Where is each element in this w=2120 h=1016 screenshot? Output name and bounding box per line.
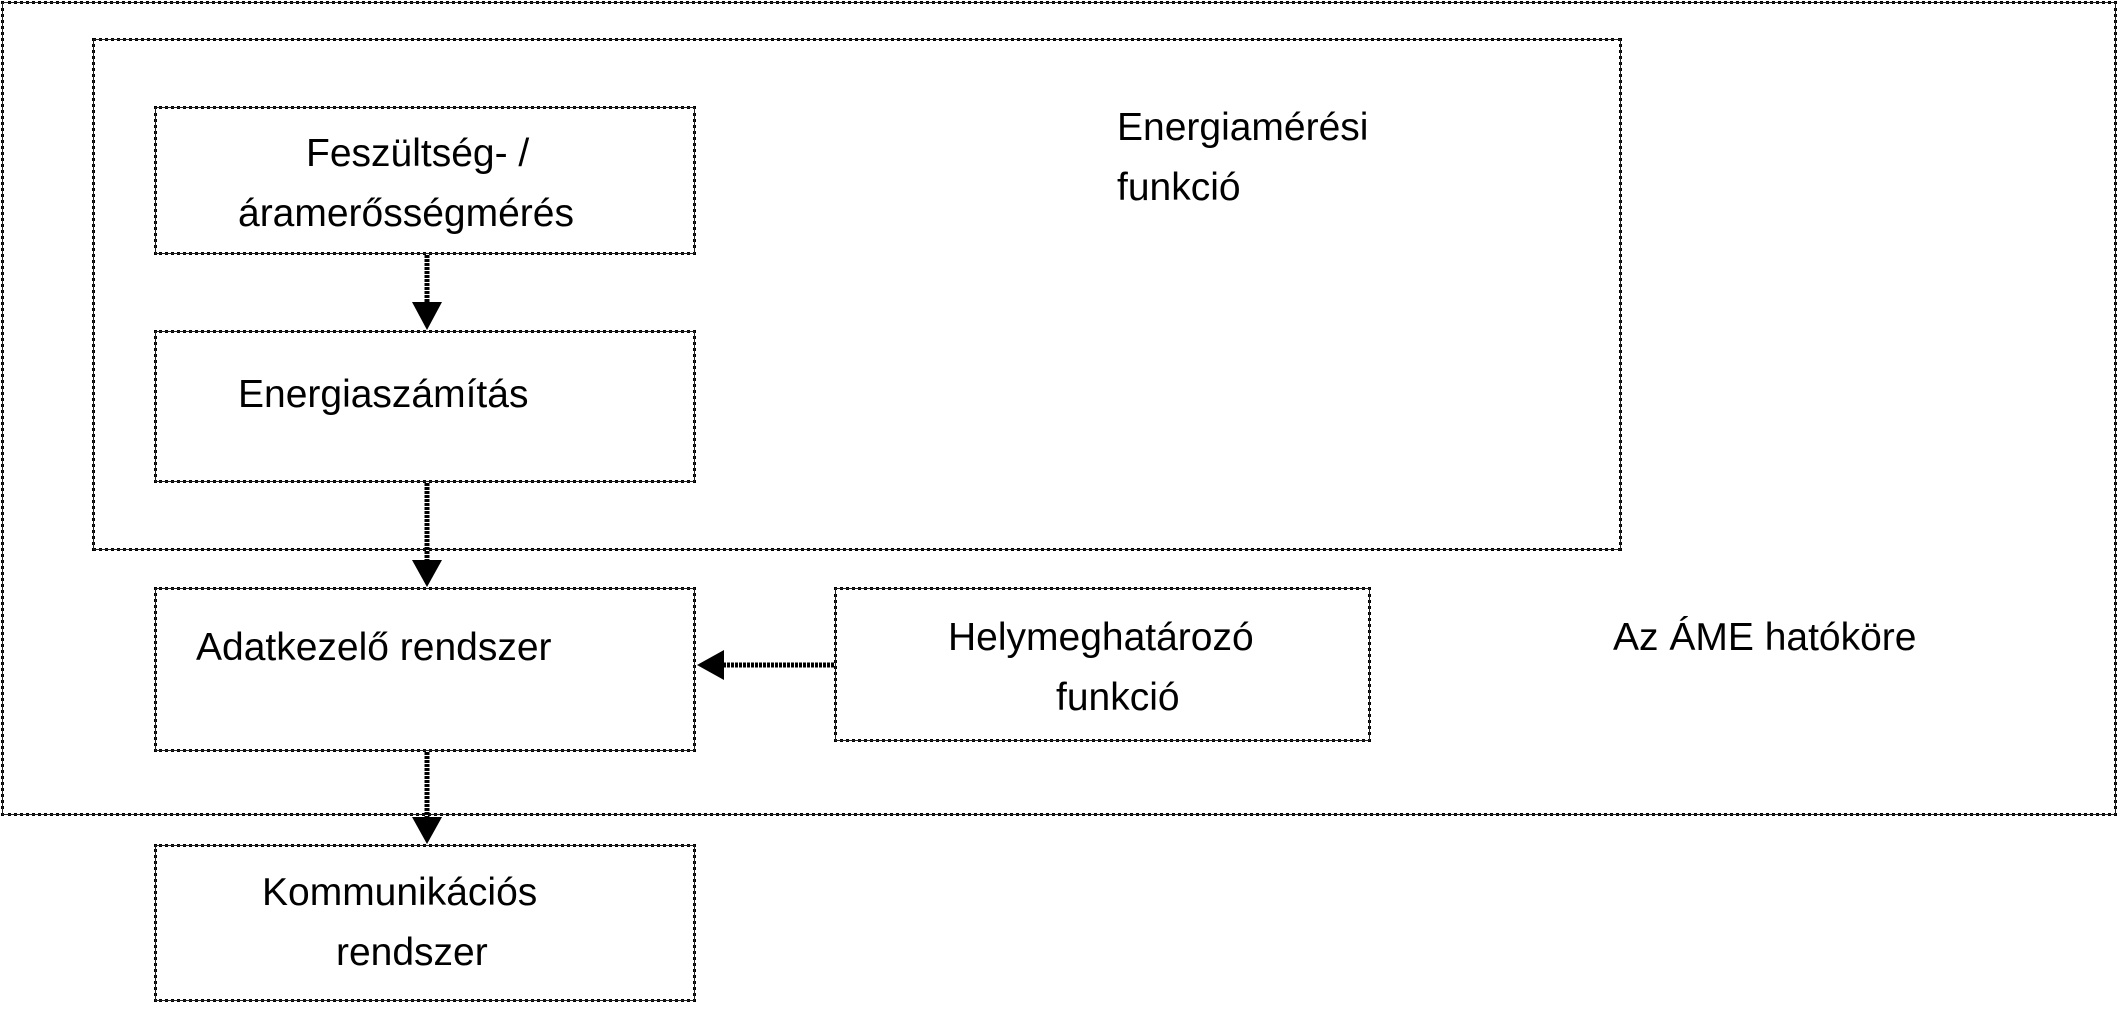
location-function-node: [834, 587, 1371, 742]
measurement-node-label-2: áramerősségmérés: [238, 192, 574, 235]
communication-node-label-1: Kommunikációs: [262, 871, 538, 914]
energy-metering-function-boundary: [92, 38, 1622, 551]
arrowhead-icon: [412, 560, 442, 587]
measurement-node-label-1: Feszültség- /: [306, 132, 530, 175]
energy-calculation-node: [154, 330, 696, 483]
arrowhead-icon: [697, 650, 724, 680]
communication-node: [154, 844, 696, 1002]
measurement-node: [154, 106, 696, 255]
arrowhead-icon: [412, 302, 442, 330]
energy-calculation-node-label: Energiaszámítás: [238, 373, 529, 416]
data-handling-node-label: Adatkezelő rendszer: [196, 626, 552, 669]
ame-scope-boundary: [1, 1, 2117, 816]
location-function-node-label-2: funkció: [1056, 676, 1180, 719]
arrowhead-icon: [412, 817, 442, 844]
energy-metering-function-label-2: funkció: [1117, 166, 1241, 209]
energy-metering-function-label-1: Energiamérési: [1117, 106, 1369, 149]
communication-node-label-2: rendszer: [336, 931, 488, 974]
data-handling-node: [154, 587, 696, 752]
ame-scope-label: Az ÁME hatóköre: [1613, 616, 1917, 659]
location-function-node-label-1: Helymeghatározó: [948, 616, 1254, 659]
